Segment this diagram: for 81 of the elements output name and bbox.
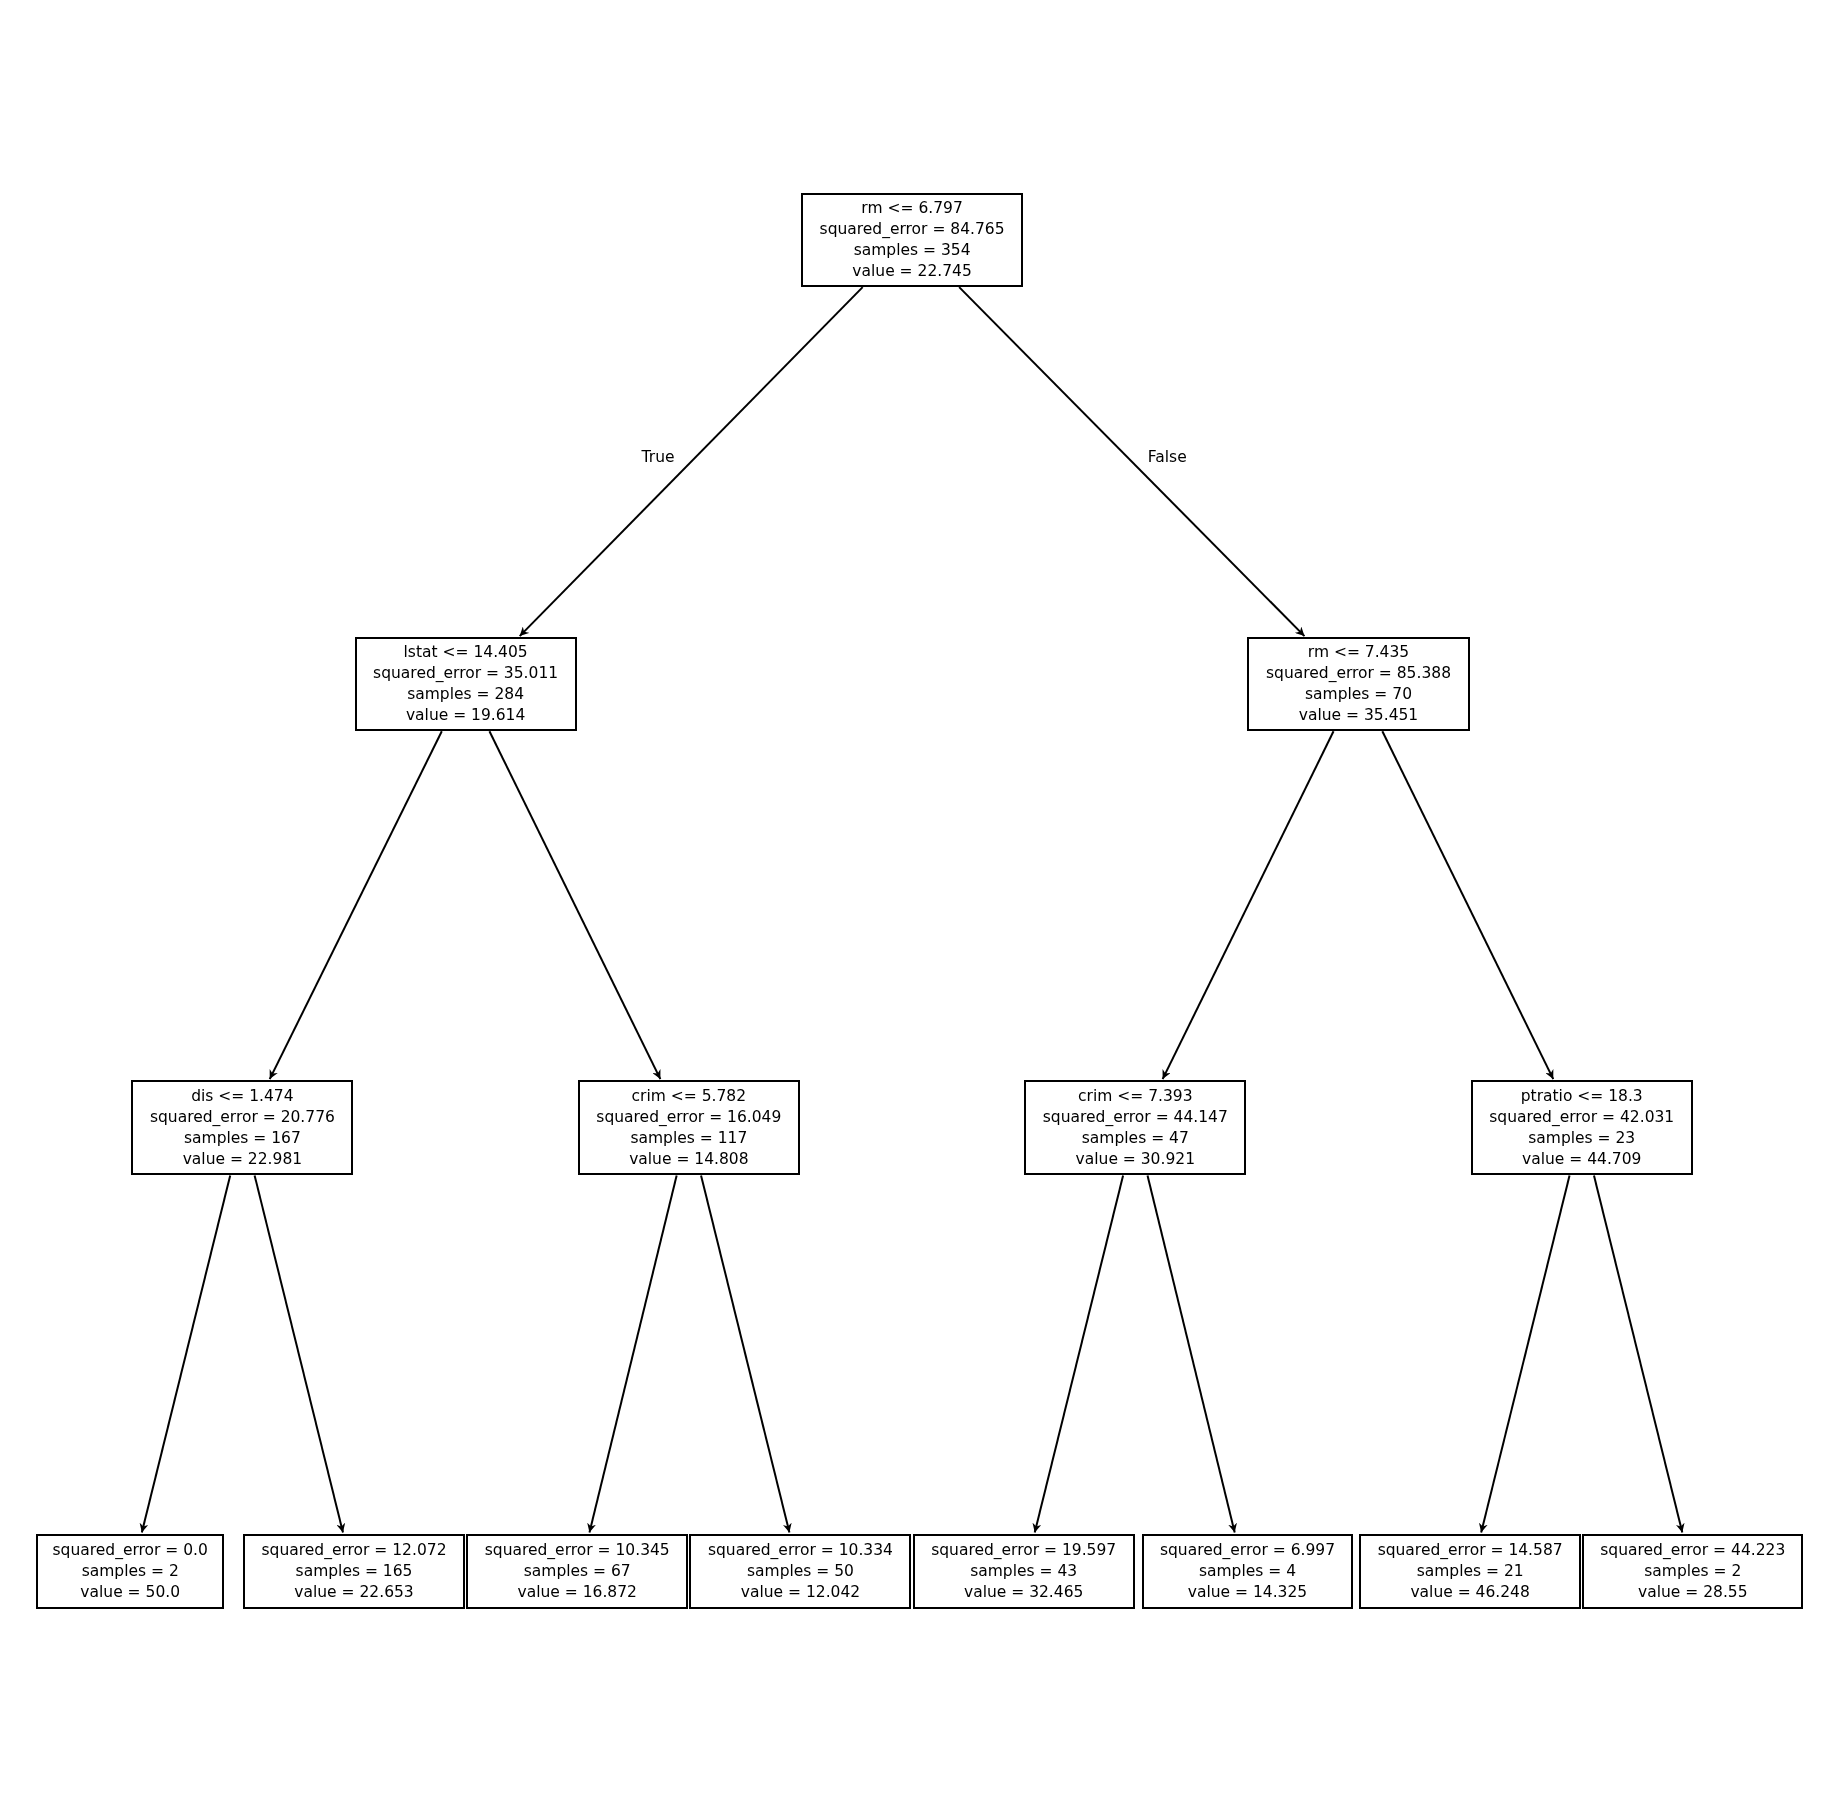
- node-text: value = 16.872: [517, 1581, 637, 1603]
- node-text: samples = 165: [295, 1560, 413, 1582]
- node-text: rm <= 6.797: [861, 198, 963, 220]
- node-text: value = 22.745: [852, 261, 972, 283]
- arrow: [488, 730, 662, 1081]
- node-text: samples = 2: [81, 1560, 179, 1582]
- node-text: squared_error = 44.223: [1600, 1539, 1786, 1561]
- node-text: value = 14.808: [629, 1148, 749, 1170]
- tree-node-box: [1024, 1080, 1247, 1176]
- node-text: value = 22.981: [182, 1148, 303, 1170]
- tree-node-box: [577, 1080, 800, 1176]
- arrow: [1592, 1174, 1685, 1534]
- arrow: [1381, 730, 1555, 1081]
- node-text: squared_error = 20.776: [149, 1106, 335, 1128]
- node-text: squared_error = 16.049: [596, 1106, 782, 1128]
- node-text: value = 46.248: [1410, 1581, 1530, 1603]
- node-text: samples = 2: [1644, 1560, 1742, 1582]
- tree-node-box: [912, 1533, 1135, 1610]
- arrow: [1479, 1174, 1571, 1534]
- node-text: value = 12.042: [740, 1581, 861, 1603]
- node-text: value = 32.465: [963, 1581, 1084, 1603]
- node-text: squared_error = 10.334: [707, 1539, 893, 1561]
- node-text: dis <= 1.474: [191, 1085, 294, 1107]
- arrow: [253, 1174, 346, 1534]
- node-text: value = 50.0: [80, 1581, 181, 1603]
- node-text: squared_error = 6.997: [1159, 1539, 1336, 1561]
- node-text: value = 30.921: [1075, 1148, 1195, 1170]
- node-text: value = 35.451: [1298, 705, 1419, 727]
- tree-node-box: [801, 193, 1024, 288]
- node-text: samples = 167: [183, 1127, 301, 1149]
- node-text: samples = 284: [407, 684, 525, 706]
- node-text: value = 44.709: [1522, 1148, 1642, 1170]
- node-text: squared_error = 42.031: [1489, 1106, 1675, 1128]
- arrow: [1146, 1174, 1237, 1534]
- node-text: squared_error = 35.011: [373, 663, 559, 685]
- node-text: samples = 23: [1528, 1127, 1636, 1149]
- node-text: samples = 70: [1305, 684, 1412, 706]
- node-text: squared_error = 84.765: [819, 219, 1005, 241]
- tree-node-box: [1470, 1080, 1693, 1176]
- tree-node-box: [354, 637, 577, 732]
- node-text: value = 14.325: [1187, 1581, 1308, 1603]
- arrow: [139, 1174, 232, 1534]
- tree-node-box: [1582, 1533, 1804, 1610]
- arrow: [958, 286, 1306, 638]
- node-text: samples = 67: [523, 1560, 631, 1582]
- tree-node-box: [1359, 1533, 1582, 1610]
- node-text: samples = 21: [1416, 1560, 1524, 1582]
- tree-node-box: [243, 1533, 466, 1610]
- node-text: value = 22.653: [294, 1581, 414, 1603]
- arrow: [1032, 1174, 1125, 1534]
- node-text: squared_error = 14.587: [1377, 1539, 1563, 1561]
- node-text: samples = 354: [853, 240, 971, 262]
- arrow: [518, 286, 864, 638]
- node-text: squared_error = 12.072: [261, 1539, 447, 1561]
- node-text: ptratio <= 18.3: [1520, 1085, 1643, 1107]
- node-text: samples = 43: [970, 1560, 1078, 1582]
- tree-node-box: [36, 1533, 225, 1610]
- node-text: squared_error = 0.0: [52, 1539, 208, 1561]
- node-text: crim <= 7.393: [1078, 1085, 1193, 1107]
- node-text: rm <= 7.435: [1307, 642, 1410, 664]
- node-text: squared_error = 19.597: [931, 1539, 1117, 1561]
- arrow: [268, 730, 443, 1081]
- node-text: value = 28.55: [1638, 1581, 1748, 1603]
- node-text: samples = 117: [630, 1127, 748, 1149]
- node-text: lstat <= 14.405: [403, 642, 528, 664]
- node-text: value = 19.614: [405, 705, 526, 727]
- arrow: [700, 1174, 792, 1534]
- tree-node-box: [689, 1533, 912, 1610]
- node-text: squared_error = 44.147: [1042, 1106, 1228, 1128]
- tree-node-box: [131, 1080, 354, 1176]
- arrow: [587, 1174, 678, 1534]
- tree-node-box: [1141, 1533, 1354, 1610]
- node-text: samples = 47: [1081, 1127, 1189, 1149]
- arrow: [1161, 730, 1335, 1081]
- node-text: squared_error = 85.388: [1266, 663, 1451, 685]
- tree-node-box: [466, 1533, 689, 1610]
- tree-node-box: [1247, 637, 1470, 732]
- node-text: squared_error = 10.345: [484, 1539, 670, 1561]
- node-text: samples = 50: [746, 1560, 854, 1582]
- node-text: crim <= 5.782: [631, 1085, 747, 1107]
- node-text: samples = 4: [1198, 1560, 1297, 1582]
